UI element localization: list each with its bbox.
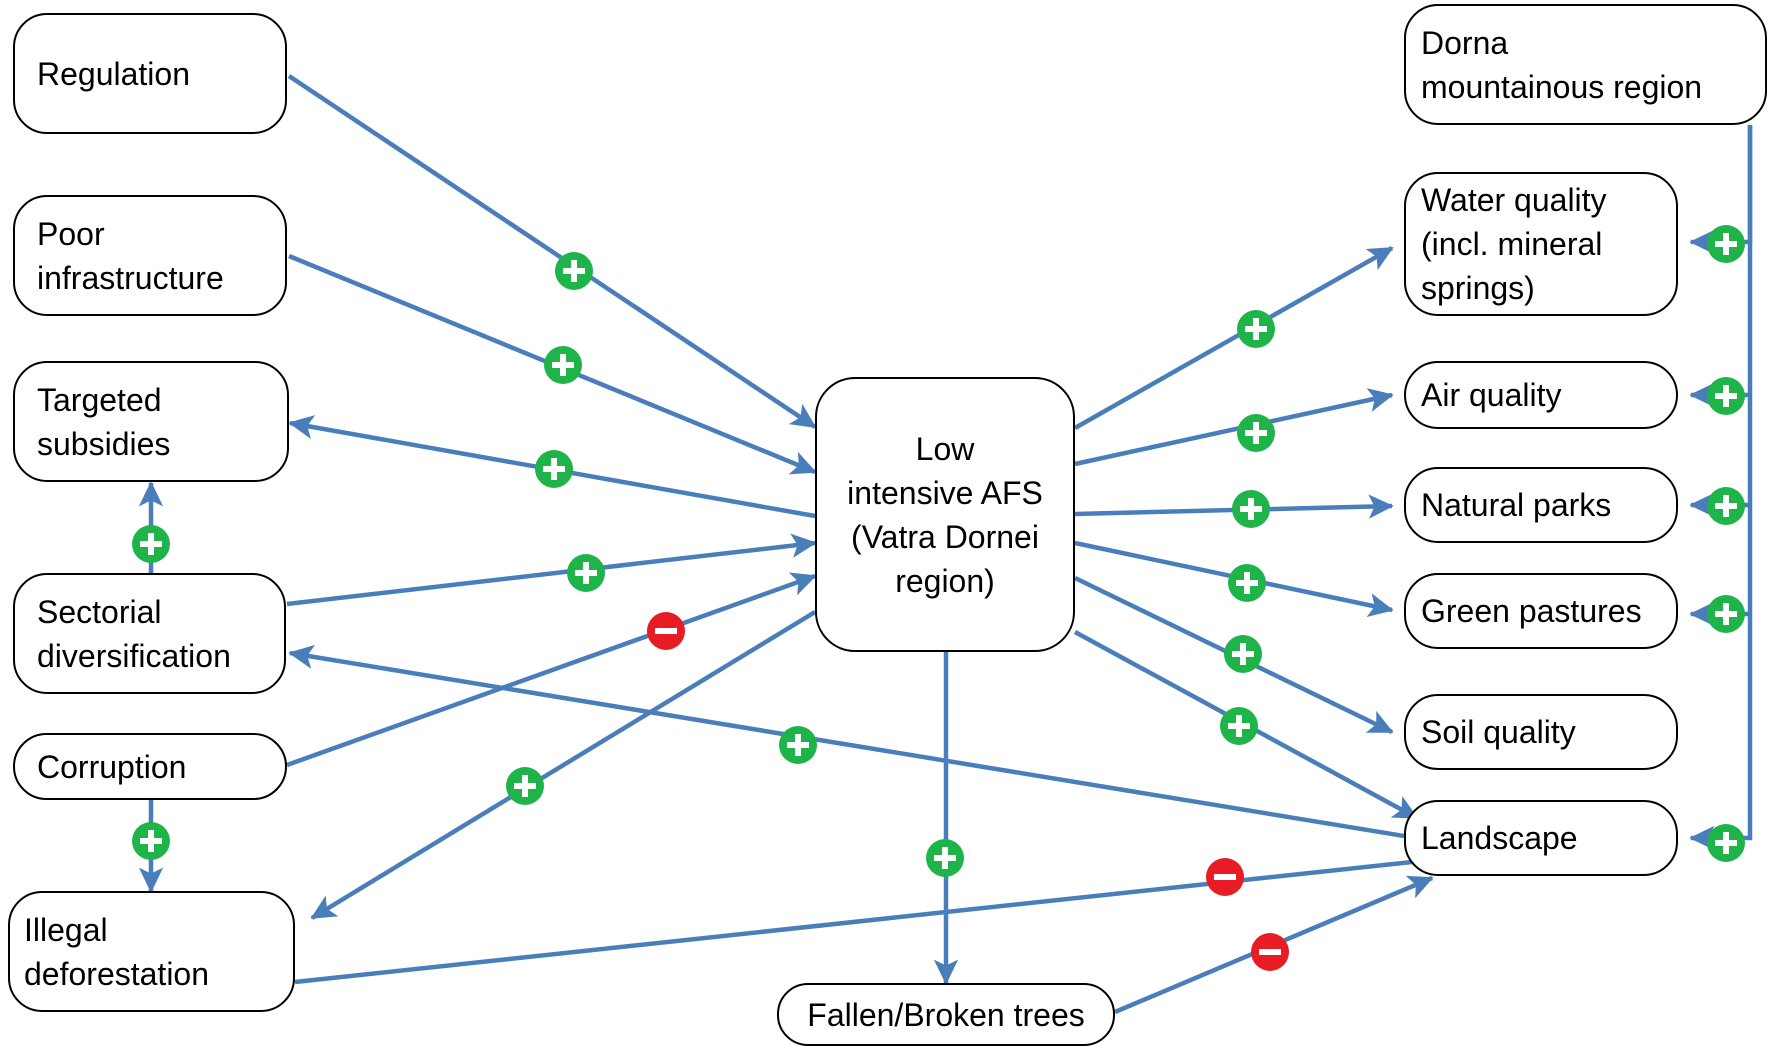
plus-sign-icon [1237,310,1275,348]
edge-dorna-region-to-water-quality [1689,125,1753,255]
edge-corruption-to-low-intensive-afs [286,572,817,768]
node-low-intensive-afs: Low intensive AFS (Vatra Dornei region) [815,377,1075,652]
plus-sign-icon [567,554,605,592]
node-targeted-subsidies: Targeted subsidies [13,361,289,482]
edge-regulation-to-low-intensive-afs [287,74,817,429]
edge-landscape-to-sectorial-diversification [288,644,1405,839]
plus-sign-icon [132,525,170,563]
plus-sign-icon [1224,635,1262,673]
plus-sign-icon [1707,377,1745,415]
edge-low-intensive-afs-to-air-quality [1074,388,1394,467]
node-sectorial-diversification: Sectorial diversification [13,573,286,694]
minus-sign-icon [647,612,685,650]
edge-low-intensive-afs-to-water-quality [1073,246,1394,430]
minus-sign-icon [1206,858,1244,896]
plus-sign-icon [1707,487,1745,525]
plus-sign-icon [555,252,593,290]
node-regulation: Regulation [13,13,287,134]
plus-sign-icon [926,839,964,877]
edge-sectorial-diversification-to-low-intensive-afs [286,533,817,607]
plus-sign-icon [1232,490,1270,528]
plus-sign-icon [1237,414,1275,452]
node-air-quality: Air quality [1404,361,1678,429]
node-soil-quality: Soil quality [1404,694,1678,770]
plus-sign-icon [506,767,544,805]
edge-low-intensive-afs-to-illegal-deforestation [310,610,817,920]
edge-illegal-deforestation-to-landscape [294,848,1451,985]
node-poor-infrastructure: Poor infrastructure [13,195,287,316]
plus-sign-icon [1707,824,1745,862]
node-dorna-mountainous-region: Dorna mountainous region [1404,4,1767,125]
minus-sign-icon [1251,933,1289,971]
node-water-quality: Water quality (incl. mineral springs) [1404,172,1678,316]
plus-sign-icon [1707,595,1745,633]
plus-sign-icon [1228,564,1266,602]
node-fallen-broken-trees: Fallen/Broken trees [777,983,1115,1046]
node-illegal-deforestation: Illegal deforestation [8,891,295,1012]
plus-sign-icon [535,450,573,488]
plus-sign-icon [1707,225,1745,263]
plus-sign-icon [1220,707,1258,745]
plus-sign-icon [544,346,582,384]
node-corruption: Corruption [13,733,287,800]
plus-sign-icon [132,822,170,860]
node-natural-parks: Natural parks [1404,467,1678,543]
node-landscape: Landscape [1404,800,1678,876]
node-green-pastures: Green pastures [1404,573,1678,649]
plus-sign-icon [779,726,817,764]
